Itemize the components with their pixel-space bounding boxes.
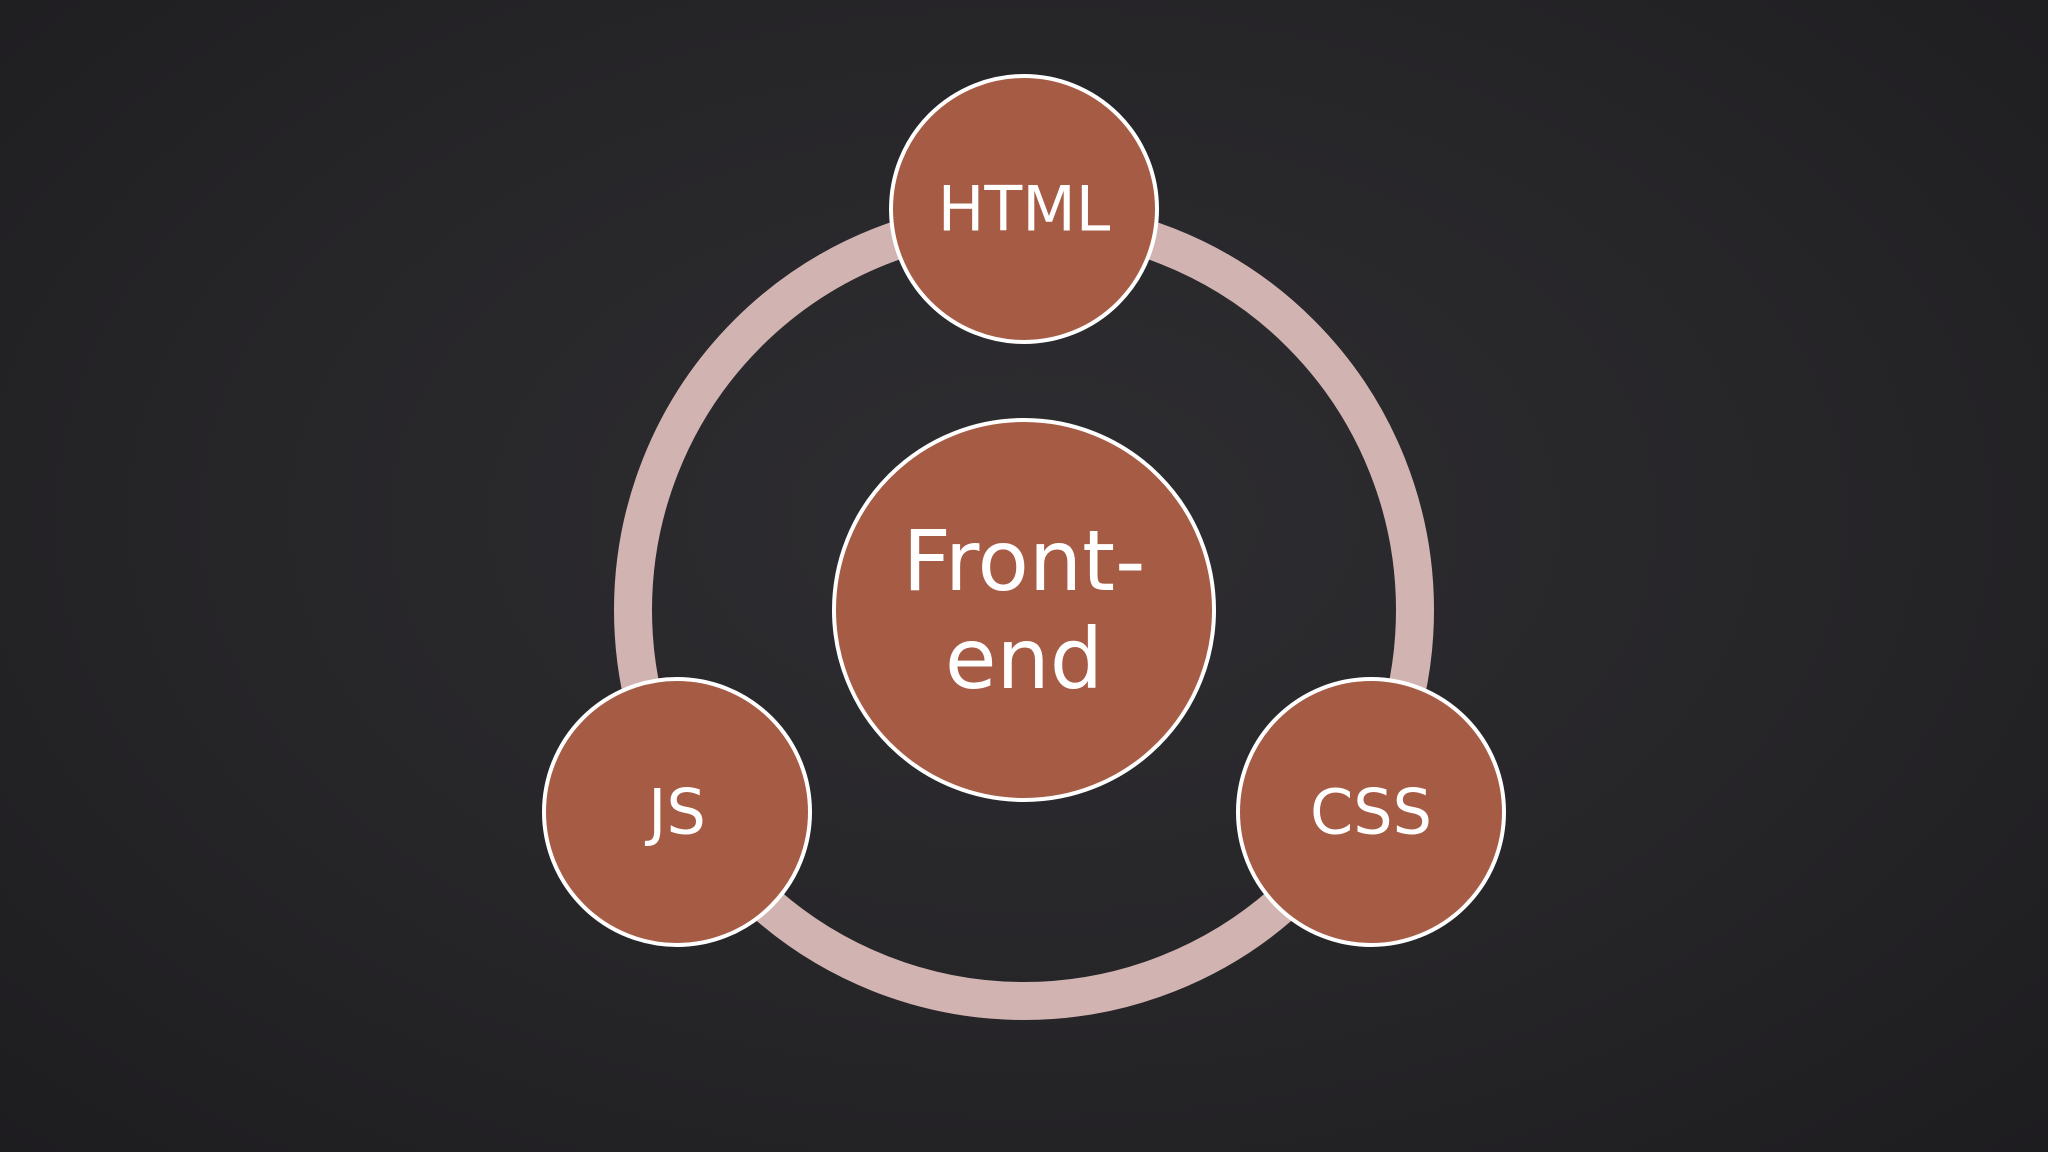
center-node-label-line-2: end: [945, 610, 1103, 708]
js-node[interactable]: JS: [542, 677, 812, 947]
html-node[interactable]: HTML: [889, 74, 1159, 344]
center-node-circle: [832, 418, 1216, 802]
html-node-circle: [889, 74, 1159, 344]
css-node[interactable]: CSS: [1236, 677, 1506, 947]
center-node[interactable]: Front- end: [832, 418, 1216, 802]
js-node-circle: [542, 677, 812, 947]
css-node-label: CSS: [1310, 776, 1432, 849]
css-node-circle: [1236, 677, 1506, 947]
html-node-label: HTML: [938, 173, 1111, 246]
js-node-label: JS: [644, 776, 706, 849]
center-node-label-line-1: Front-: [903, 512, 1146, 610]
